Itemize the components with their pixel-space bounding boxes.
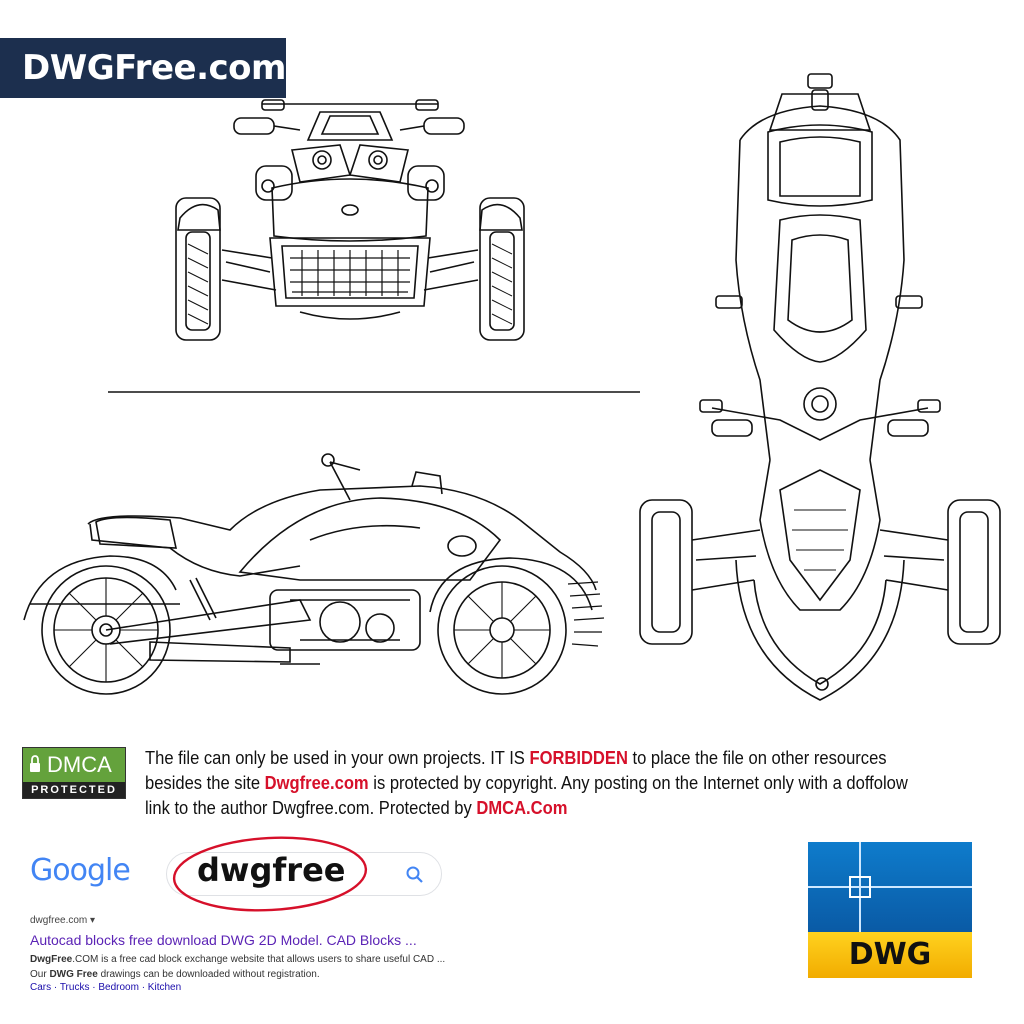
search-icon[interactable] [405,865,425,885]
result-description: DwgFree.COM is a free cad block exchange… [30,954,446,980]
google-logo: Google [30,853,131,888]
side-view [23,453,605,695]
notice-text-2: to place the file on other resources bes… [145,748,887,793]
search-query: dwgfree [197,851,346,889]
result-site[interactable]: dwgfree.com ▾ [30,915,96,926]
dwg-file-icon: DWG [808,842,972,978]
trike-drawings [23,73,1001,701]
notice-site-link[interactable]: Dwgfree.com [264,773,369,793]
result-sitelinks[interactable]: Cars · Trucks · Bedroom · Kitchen [30,982,182,993]
search-box[interactable]: dwgfree [166,851,442,896]
dmca-protected-badge[interactable]: DMCA PROTECTED [22,747,126,799]
dmca-badge-subtext: PROTECTED [23,782,125,798]
lock-icon [30,755,40,772]
dmca-badge-top: DMCA [23,748,125,782]
site-logo: DWGFree.com [0,38,286,98]
notice-text-1: The file can only be used in your own pr… [145,748,530,768]
notice-forbidden: FORBIDDEN [529,748,628,768]
copyright-notice: The file can only be used in your own pr… [145,746,918,821]
top-view [639,73,1001,701]
front-view [175,99,525,341]
result-title[interactable]: Autocad blocks free download DWG 2D Mode… [30,932,417,948]
notice-text-3: is protected by copyright. Any posting o… [145,773,908,818]
dwg-icon-blueprint [808,842,972,932]
blueprint-grid-icon [808,842,972,932]
dwg-icon-label: DWG [848,937,932,972]
dmca-badge-text: DMCA [47,752,112,777]
dwg-icon-band [808,932,972,978]
notice-dmca-link[interactable]: DMCA.Com [476,798,568,818]
